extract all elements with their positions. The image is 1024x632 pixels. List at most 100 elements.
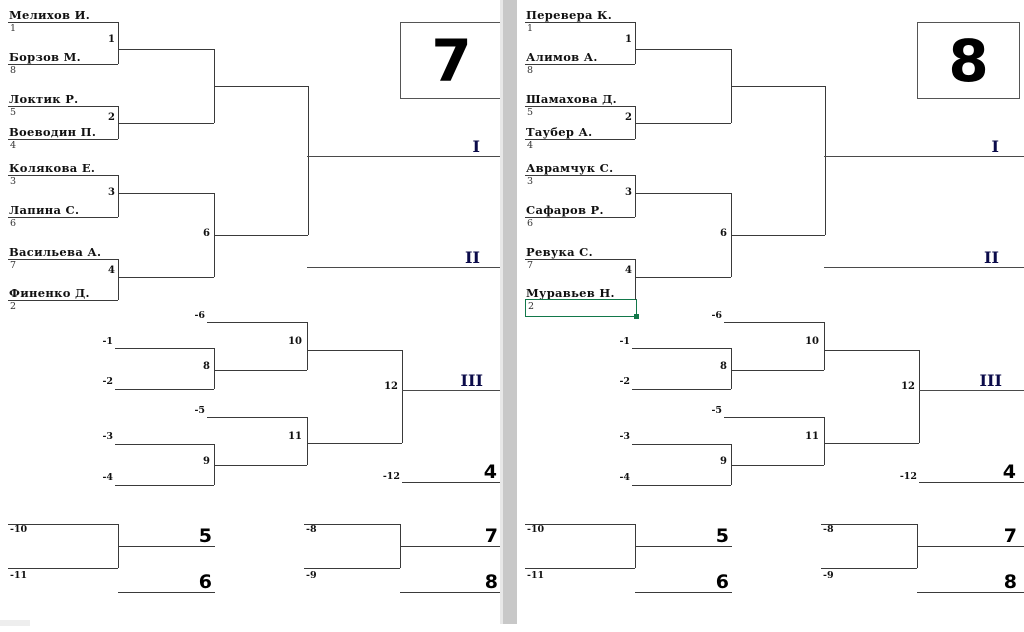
player-name[interactable]: Перевера К. xyxy=(526,8,613,22)
loser-feed-label[interactable]: -3 xyxy=(102,431,113,442)
loser-feed-label[interactable]: -11 xyxy=(10,570,28,581)
place-line-eighth xyxy=(917,592,1024,593)
bracket-panel-left[interactable]: Мелихов И. 1 Борзов М. 8 Локтик Р. 5 Вое… xyxy=(0,0,505,632)
player-name[interactable]: Локтик Р. xyxy=(9,92,79,106)
bracket-connector xyxy=(635,22,636,64)
bracket-arm xyxy=(632,485,731,486)
player-name[interactable]: Борзов М. xyxy=(9,50,81,64)
loser-feed-label[interactable]: -10 xyxy=(527,524,545,535)
loser-feed-label[interactable]: -5 xyxy=(194,405,205,416)
bracket-connector xyxy=(635,175,636,217)
bracket-arm xyxy=(118,123,214,124)
player-name[interactable]: Шамахова Д. xyxy=(526,92,617,106)
player-name[interactable]: Муравьев Н. xyxy=(526,286,615,300)
player-seed[interactable]: 8 xyxy=(10,65,17,76)
loser-feed-label[interactable]: -2 xyxy=(619,376,630,387)
loser-feed-label[interactable]: -12 xyxy=(899,471,917,482)
player-seed[interactable]: 2 xyxy=(10,301,17,312)
player-name[interactable]: Васильева А. xyxy=(9,245,102,259)
match-number[interactable]: 3 xyxy=(625,187,632,198)
player-name[interactable]: Сафаров Р. xyxy=(526,203,604,217)
player-name[interactable]: Лапина С. xyxy=(9,203,80,217)
loser-feed-label[interactable]: -2 xyxy=(102,376,113,387)
player-seed[interactable]: 6 xyxy=(527,218,534,229)
group-number-box[interactable]: 7 xyxy=(400,22,503,99)
match-number[interactable]: 2 xyxy=(108,112,115,123)
player-name[interactable]: Колякова Е. xyxy=(9,161,96,175)
loser-feed-label[interactable]: -4 xyxy=(619,472,630,483)
loser-feed-label[interactable]: -6 xyxy=(194,310,205,321)
player-name[interactable]: Таубер А. xyxy=(526,125,593,139)
match-number[interactable]: 8 xyxy=(203,361,210,372)
player-seed[interactable]: 3 xyxy=(527,176,534,187)
match-number[interactable]: 11 xyxy=(805,431,819,442)
player-name[interactable]: Алимов А. xyxy=(526,50,598,64)
loser-feed-label[interactable]: -12 xyxy=(382,471,400,482)
loser-feed-label[interactable]: -11 xyxy=(527,570,545,581)
fill-handle[interactable] xyxy=(634,314,639,319)
loser-feed-label[interactable]: -8 xyxy=(823,524,834,535)
player-seed[interactable]: 4 xyxy=(10,140,17,151)
match-number[interactable]: 6 xyxy=(720,228,727,239)
player-name[interactable]: Мелихов И. xyxy=(9,8,91,22)
player-seed[interactable]: 5 xyxy=(10,107,17,118)
sheet-edge-artifact xyxy=(0,620,30,626)
match-number[interactable]: 10 xyxy=(805,336,819,347)
bracket-connector xyxy=(118,259,119,300)
loser-feed-label[interactable]: -4 xyxy=(102,472,113,483)
match-number[interactable]: 11 xyxy=(288,431,302,442)
player-seed[interactable]: 6 xyxy=(10,218,17,229)
place-label-first: I xyxy=(472,137,480,156)
loser-feed-label[interactable]: -9 xyxy=(823,570,834,581)
bracket-arm xyxy=(635,49,731,50)
loser-feed-label[interactable]: -5 xyxy=(711,405,722,416)
place-line-fourth xyxy=(919,482,1024,483)
bracket-connector xyxy=(824,322,825,370)
player-seed[interactable]: 1 xyxy=(527,23,534,34)
player-seed[interactable]: 8 xyxy=(527,65,534,76)
match-number[interactable]: 9 xyxy=(720,456,727,467)
loser-feed-label[interactable]: -6 xyxy=(711,310,722,321)
vertical-scrollbar[interactable] xyxy=(503,0,517,624)
match-number[interactable]: 1 xyxy=(108,34,115,45)
player-seed[interactable]: 5 xyxy=(527,107,534,118)
player-seed[interactable]: 7 xyxy=(527,260,534,271)
place-label-first: I xyxy=(991,137,999,156)
player-name[interactable]: Финенко Д. xyxy=(9,286,90,300)
loser-feed-label[interactable]: -8 xyxy=(306,524,317,535)
place-line-first xyxy=(824,156,1024,157)
player-name[interactable]: Воеводин П. xyxy=(9,125,97,139)
loser-feed-label[interactable]: -3 xyxy=(619,431,630,442)
player-seed[interactable]: 2 xyxy=(528,301,535,312)
match-number[interactable]: 4 xyxy=(108,265,115,276)
bracket-panel-right[interactable]: Перевера К. 1 Алимов А. 8 Шамахова Д. 5 … xyxy=(517,0,1024,632)
place-number: 8 xyxy=(484,571,498,593)
match-number[interactable]: 3 xyxy=(108,187,115,198)
loser-feed-label[interactable]: -1 xyxy=(102,336,113,347)
selected-cell[interactable] xyxy=(525,299,639,319)
player-name[interactable]: Ревука С. xyxy=(526,245,593,259)
player-seed[interactable]: 1 xyxy=(10,23,17,34)
match-number[interactable]: 12 xyxy=(384,381,398,392)
bracket-arm xyxy=(525,524,635,525)
match-number[interactable]: 2 xyxy=(625,112,632,123)
match-number[interactable]: 12 xyxy=(901,381,915,392)
bracket-connector xyxy=(118,175,119,217)
player-seed[interactable]: 4 xyxy=(527,140,534,151)
match-number[interactable]: 6 xyxy=(203,228,210,239)
match-number[interactable]: 4 xyxy=(625,265,632,276)
group-number-box[interactable]: 8 xyxy=(917,22,1020,99)
player-name[interactable]: Аврамчук С. xyxy=(526,161,614,175)
loser-feed-label[interactable]: -10 xyxy=(10,524,28,535)
name-underline xyxy=(525,139,635,140)
place-number: 7 xyxy=(484,525,498,547)
player-seed[interactable]: 3 xyxy=(10,176,17,187)
loser-feed-label[interactable]: -9 xyxy=(306,570,317,581)
match-number[interactable]: 8 xyxy=(720,361,727,372)
match-number[interactable]: 1 xyxy=(625,34,632,45)
match-number[interactable]: 10 xyxy=(288,336,302,347)
match-number[interactable]: 9 xyxy=(203,456,210,467)
loser-feed-label[interactable]: -1 xyxy=(619,336,630,347)
bracket-arm xyxy=(304,524,400,525)
player-seed[interactable]: 7 xyxy=(10,260,17,271)
